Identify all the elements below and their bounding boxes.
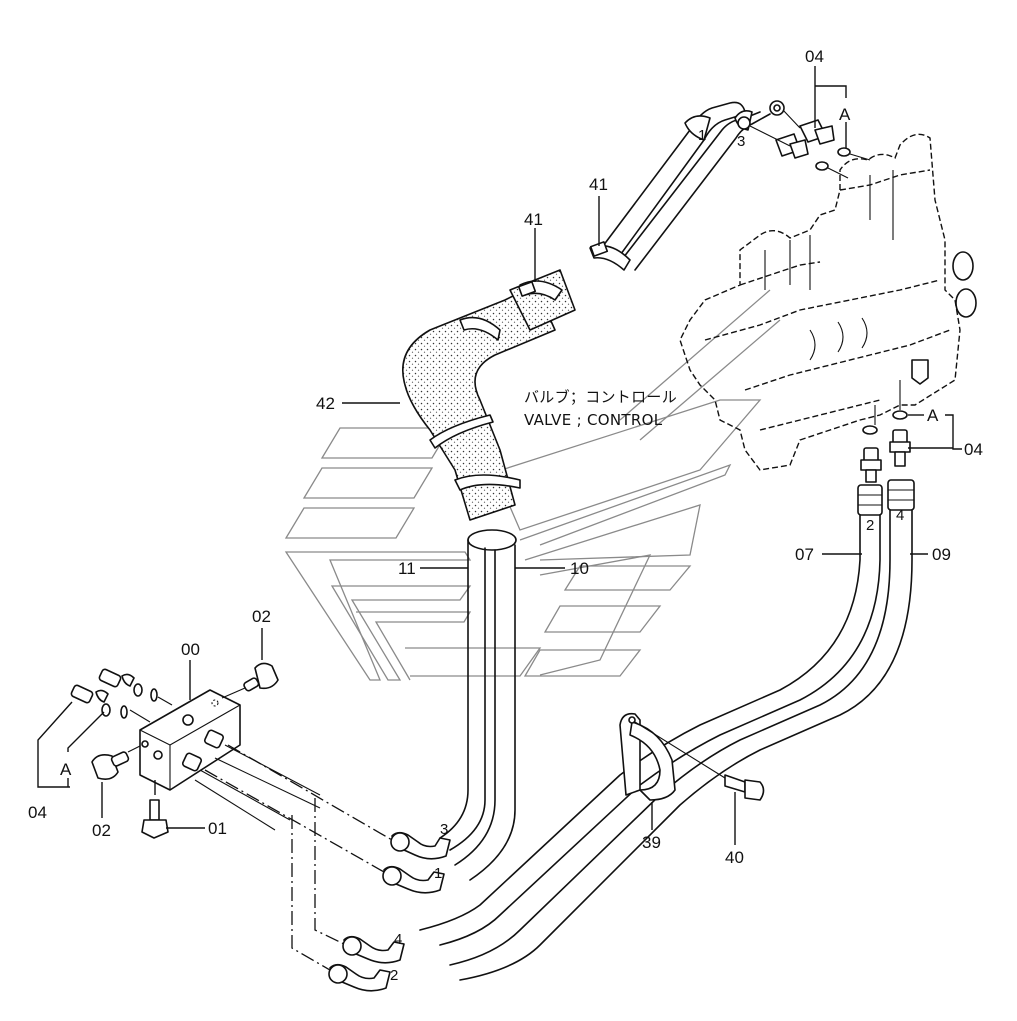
control-valve-body[interactable] — [679, 133, 977, 471]
right-hoses[interactable] — [328, 380, 915, 992]
component-title-en: VALVE ; CONTROL — [524, 411, 663, 429]
hose-marker: 4 — [394, 931, 402, 948]
callout-a-right: A — [927, 406, 939, 425]
hose-marker: 1 — [698, 127, 706, 144]
callout-a-left: A — [60, 760, 72, 779]
hose-marker: 3 — [737, 133, 745, 150]
top-adapters[interactable] — [775, 119, 871, 179]
callout-39[interactable]: 39 — [642, 833, 661, 852]
valve-block[interactable] — [139, 689, 393, 971]
callout-41-lower[interactable]: 41 — [524, 210, 543, 229]
callout-04-left[interactable]: 04 — [28, 803, 47, 822]
callout-a-top: A — [839, 105, 851, 124]
callout-01[interactable]: 01 — [208, 819, 227, 838]
callout-09[interactable]: 09 — [932, 545, 951, 564]
leader-lines — [37, 66, 962, 845]
watermark-logo — [284, 289, 781, 681]
callout-41-upper[interactable]: 41 — [589, 175, 608, 194]
left-adapters[interactable] — [70, 668, 173, 723]
callout-11[interactable]: 11 — [398, 559, 416, 578]
hose-clamp[interactable] — [619, 712, 676, 801]
hose-marker: 3 — [440, 821, 448, 838]
protector-hose[interactable] — [401, 269, 576, 551]
callout-42[interactable]: 42 — [316, 394, 335, 413]
band-clamps[interactable] — [429, 241, 631, 491]
hose-marker: 4 — [896, 507, 904, 524]
callout-02-upper[interactable]: 02 — [252, 607, 271, 626]
vertical-hoses[interactable] — [382, 539, 516, 894]
callout-04-right[interactable]: 04 — [964, 440, 983, 459]
callout-04-top[interactable]: 04 — [805, 47, 824, 66]
plug-upper[interactable] — [221, 662, 279, 699]
component-title-jp: バルブ；コントロール — [524, 388, 677, 406]
clamp-bolt[interactable] — [634, 721, 765, 801]
hose-marker: 1 — [434, 865, 442, 882]
callout-10[interactable]: 10 — [570, 559, 589, 578]
callout-02-lower[interactable]: 02 — [92, 821, 111, 840]
callout-07[interactable]: 07 — [795, 545, 814, 564]
upper-hose-pair[interactable] — [599, 100, 801, 271]
callout-40[interactable]: 40 — [725, 848, 744, 867]
hose-marker: 2 — [390, 967, 398, 984]
callout-00[interactable]: 00 — [181, 640, 200, 659]
bolt-01[interactable] — [141, 780, 169, 839]
plug-lower[interactable] — [91, 745, 141, 780]
hose-marker: 2 — [866, 517, 874, 534]
